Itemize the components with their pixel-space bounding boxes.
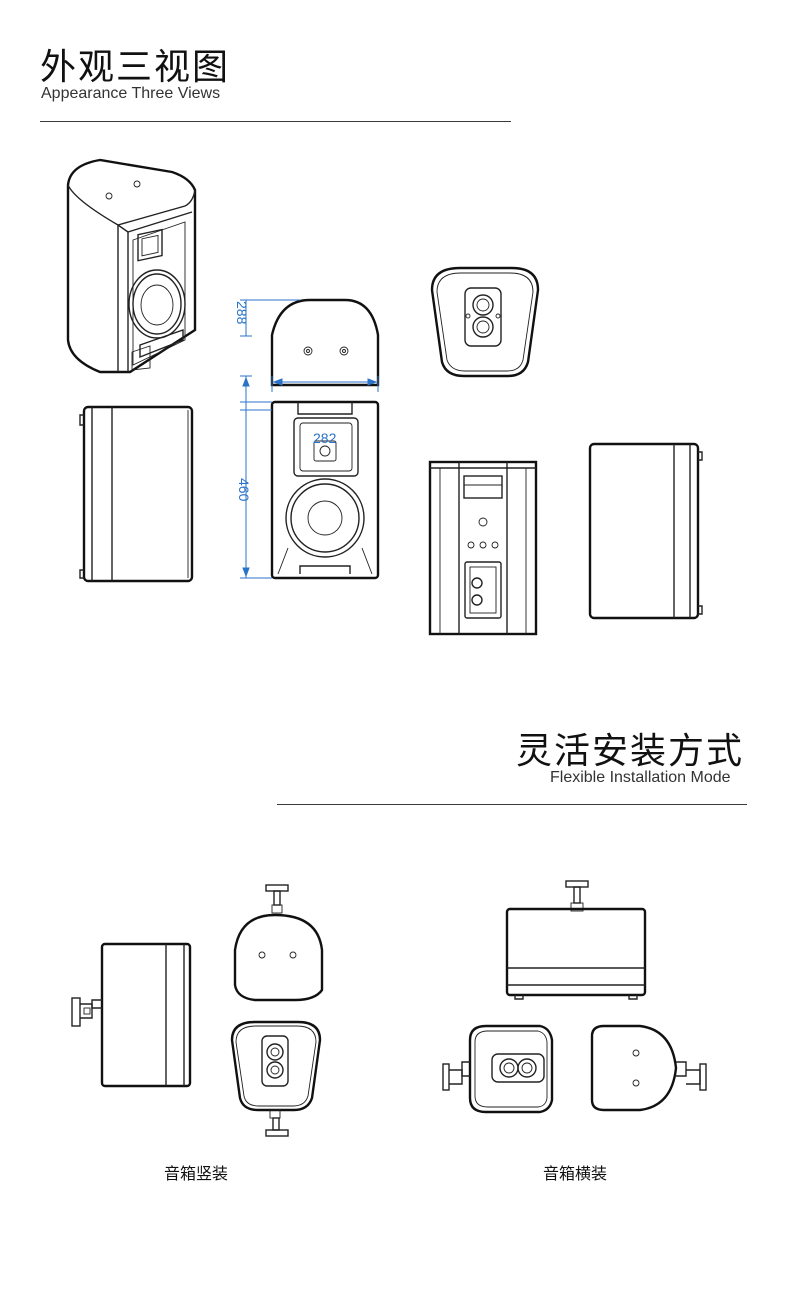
dimension-height-label: 460 bbox=[236, 478, 252, 502]
section2-title-cn: 灵活安装方式 bbox=[516, 731, 745, 772]
horizontal-mount-rear-view bbox=[442, 1024, 554, 1114]
speaker-front-view bbox=[270, 400, 380, 580]
speaker-rear-view bbox=[428, 460, 538, 636]
caption-vertical-mount: 音箱竖装 bbox=[164, 1164, 229, 1183]
section2-title-en: Flexible Installation Mode bbox=[550, 769, 731, 786]
speaker-left-side-view bbox=[79, 405, 194, 583]
dimension-annotations: 288 282 460 bbox=[234, 299, 379, 579]
horizontal-mount-top-view bbox=[505, 880, 647, 1000]
horizontal-mount-side-view bbox=[590, 1024, 707, 1112]
vertical-mount-bottom-view bbox=[230, 1020, 322, 1137]
dimension-width-label: 282 bbox=[313, 430, 337, 446]
section1-divider bbox=[40, 121, 511, 122]
vertical-mount-top-view bbox=[233, 884, 324, 1002]
section1-title-en: Appearance Three Views bbox=[41, 85, 221, 102]
speaker-perspective-view bbox=[66, 158, 197, 374]
section1-title-cn: 外观三视图 bbox=[40, 47, 231, 88]
dimension-depth-label: 288 bbox=[234, 301, 250, 325]
speaker-right-side-view bbox=[588, 442, 703, 620]
speaker-top-view bbox=[270, 298, 380, 387]
speaker-bottom-view bbox=[430, 266, 540, 378]
vertical-mount-side-view bbox=[71, 942, 192, 1088]
caption-horizontal-mount: 音箱横装 bbox=[543, 1164, 608, 1183]
section2-divider bbox=[277, 804, 747, 805]
